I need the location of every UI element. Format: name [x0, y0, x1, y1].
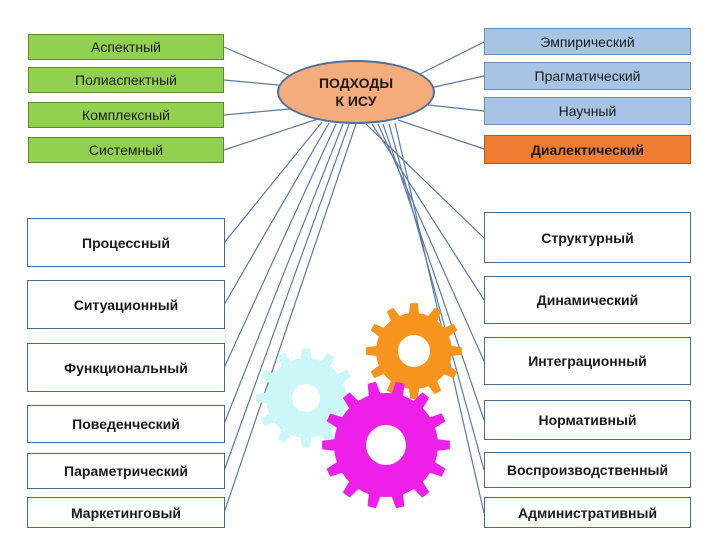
approach-marketing: Маркетинговый [27, 497, 225, 528]
approach-aspect: Аспектный [28, 34, 224, 60]
approach-label: Функциональный [64, 359, 188, 376]
approach-label: Нормативный [538, 412, 637, 428]
approach-label: Интеграционный [528, 353, 647, 369]
connector-line [223, 122, 330, 306]
approach-behavioral: Поведенческий [27, 405, 225, 443]
approach-dynamic: Динамический [484, 276, 691, 324]
connector-line [382, 123, 485, 421]
approach-scientific: Научный [484, 97, 691, 125]
approach-structural: Структурный [484, 212, 691, 263]
approach-integration: Интеграционный [484, 337, 691, 385]
hub-ellipse: ПОДХОДЫ К ИСУ [277, 60, 435, 124]
connector-line [223, 123, 344, 425]
approach-label: Структурный [541, 229, 634, 246]
approach-dialectical: Диалектический [484, 135, 691, 164]
approach-functional: Функциональный [27, 343, 225, 392]
connector-line [223, 123, 337, 369]
approach-complex: Комплексный [28, 102, 224, 128]
approach-label: Ситуационный [73, 296, 179, 313]
connector-line [388, 123, 485, 471]
hub-title: ПОДХОДЫ К ИСУ [318, 75, 394, 109]
approach-normative: Нормативный [484, 400, 691, 440]
approach-process: Процессный [27, 218, 225, 267]
connector-line [411, 41, 485, 79]
approach-administrative: Административный [484, 497, 691, 528]
approach-label: Научный [558, 103, 617, 119]
approach-label: Аспектный [90, 39, 161, 55]
approach-label: Параметрический [64, 463, 188, 479]
connector-line [223, 123, 357, 514]
connector-line [223, 107, 301, 116]
approach-label: Полиаспектный [75, 72, 177, 88]
approach-label: Динамический [536, 292, 639, 308]
approach-label: Эмпирический [540, 33, 635, 50]
approach-label: Прагматический [534, 68, 641, 84]
gear-hole [398, 335, 430, 367]
connector-lines [223, 41, 485, 514]
gear-hole [292, 384, 320, 412]
connector-line [394, 122, 485, 514]
approach-label: Диалектический [530, 141, 645, 158]
approach-label: Комплексный [82, 107, 170, 123]
approach-polyaspect: Полиаспектный [28, 67, 224, 93]
approach-label: Воспроизводственный [506, 462, 669, 478]
approach-label: Процессный [82, 234, 170, 251]
gear-group [256, 303, 462, 509]
approach-parametric: Параметрический [27, 453, 225, 489]
connector-line [427, 104, 485, 112]
connector-line [377, 123, 485, 362]
connector-line [371, 123, 485, 301]
connector-line [223, 123, 350, 472]
connector-line [429, 75, 485, 89]
approach-pragmatic: Прагматический [484, 62, 691, 90]
approach-situational: Ситуационный [27, 280, 225, 329]
approach-reproductive: Воспроизводственный [484, 452, 691, 488]
connector-line [397, 119, 485, 150]
connector-line [223, 121, 323, 244]
approach-empirical: Эмпирический [484, 28, 691, 55]
connector-line [365, 123, 485, 239]
approach-label: Маркетинговый [70, 504, 182, 521]
approach-label: Поведенческий [72, 416, 180, 432]
approach-label: Системный [88, 142, 164, 158]
approach-label: Административный [517, 504, 658, 521]
gear-hole [366, 425, 406, 465]
approach-system: Системный [28, 137, 224, 163]
connector-line [223, 117, 322, 151]
